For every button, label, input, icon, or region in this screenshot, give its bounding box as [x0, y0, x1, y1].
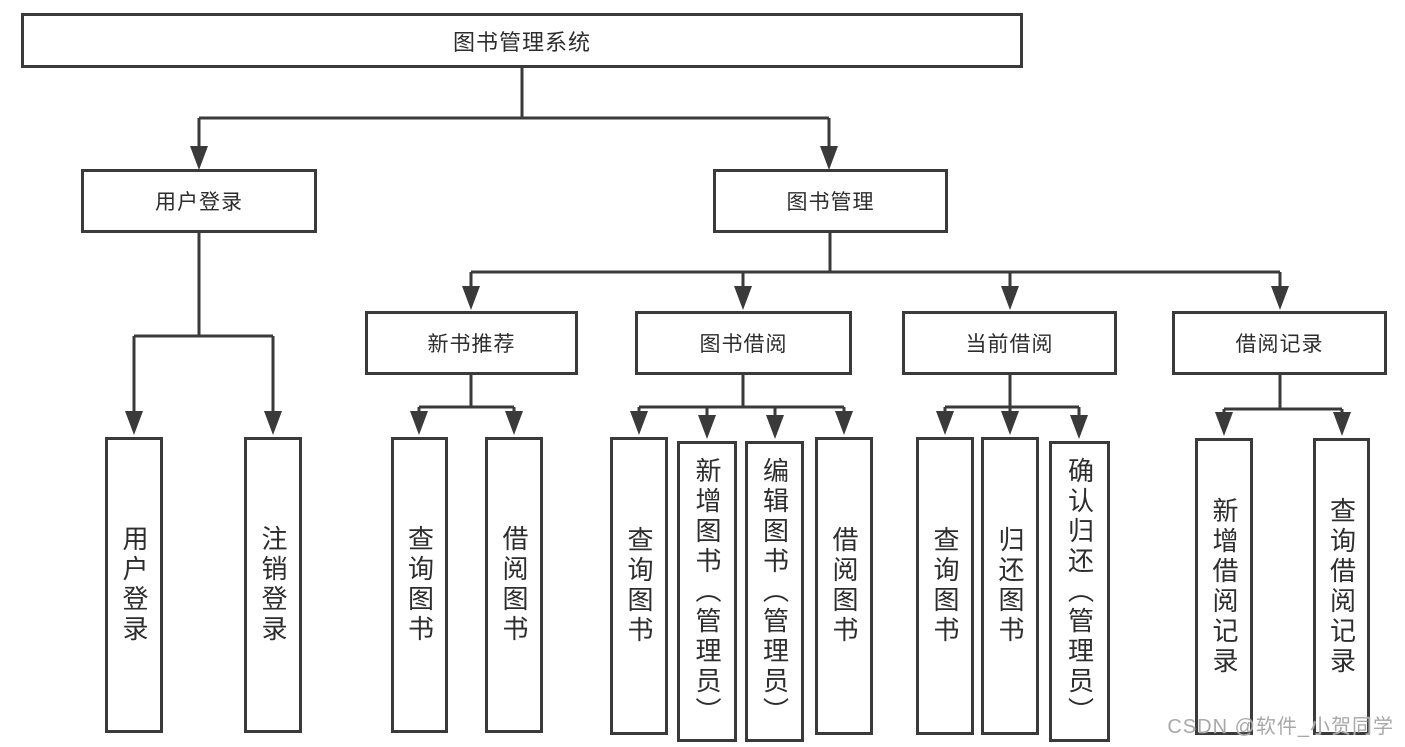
- node-label: 图书管理系统: [452, 29, 591, 55]
- node-cb-confirm-return: 确认归还（管理员）: [1049, 441, 1110, 742]
- node-bb-edit-books: 编辑图书（管理员）: [745, 441, 804, 742]
- node-label: 注销登录: [258, 525, 288, 645]
- node-library-management-system: 图书管理系统: [21, 13, 1023, 68]
- node-bb-query-books: 查询图书: [610, 437, 668, 735]
- node-cb-query-books: 查询图书: [916, 437, 974, 735]
- node-label: 查询图书: [624, 526, 654, 646]
- node-label: 借阅记录: [1235, 333, 1324, 356]
- node-cb-return-books: 归还图书: [981, 437, 1039, 735]
- node-label: 借阅图书: [499, 525, 529, 645]
- node-book-borrow: 图书借阅: [635, 311, 852, 375]
- node-user-login-group: 用户登录: [81, 169, 317, 233]
- node-label: 查询图书: [404, 525, 435, 645]
- node-br-add-record: 新增借阅记录: [1195, 438, 1253, 735]
- node-user-login: 用户登录: [105, 437, 163, 733]
- node-nbr-query-books: 查询图书: [391, 437, 448, 733]
- node-current-borrow: 当前借阅: [902, 311, 1117, 375]
- node-label: 编辑图书（管理员）: [759, 456, 790, 727]
- watermark-csdn: CSDN @软件_小贺同学: [1167, 716, 1394, 738]
- node-label: 图书借阅: [699, 333, 788, 356]
- node-bb-add-books: 新增图书（管理员）: [677, 441, 737, 742]
- node-label: 借阅图书: [829, 526, 859, 646]
- node-label: 当前借阅: [965, 333, 1054, 356]
- node-br-query-record: 查询借阅记录: [1313, 438, 1370, 735]
- node-label: 用户登录: [119, 525, 149, 645]
- node-label: 新增借阅记录: [1209, 496, 1239, 677]
- node-label: 新增图书（管理员）: [692, 456, 722, 727]
- node-logout: 注销登录: [244, 437, 302, 733]
- node-label: 图书管理: [786, 191, 875, 214]
- node-label: 用户登录: [155, 191, 243, 214]
- node-borrow-records: 借阅记录: [1172, 311, 1387, 375]
- node-label: 新书推荐: [427, 333, 516, 356]
- node-bb-borrow-books: 借阅图书: [815, 437, 873, 735]
- node-label: 查询图书: [930, 526, 960, 646]
- node-nbr-borrow-books: 借阅图书: [485, 437, 543, 733]
- node-new-book-recommend: 新书推荐: [365, 311, 578, 375]
- node-book-management: 图书管理: [713, 169, 948, 233]
- node-label: 确认归还（管理员）: [1064, 456, 1095, 727]
- node-label: 查询借阅记录: [1326, 496, 1357, 677]
- node-label: 归还图书: [995, 526, 1025, 646]
